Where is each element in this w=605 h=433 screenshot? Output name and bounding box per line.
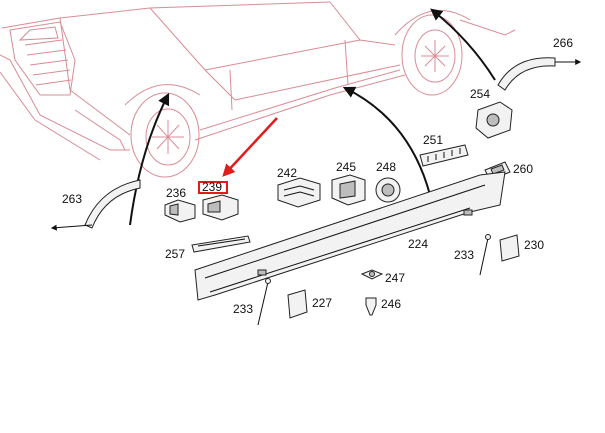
label-266: 266 (553, 36, 573, 50)
label-239: 239 (202, 180, 222, 194)
part-246-clip (365, 297, 377, 316)
part-233-screw-left (257, 278, 271, 326)
part-263-wheel-arch-trim (50, 179, 141, 231)
label-242: 242 (277, 166, 297, 180)
label-263: 263 (62, 192, 82, 206)
label-233-left: 233 (233, 302, 253, 316)
label-248: 248 (376, 160, 396, 174)
part-230-cap (499, 234, 520, 262)
label-254: 254 (470, 87, 490, 101)
label-227: 227 (312, 296, 332, 310)
part-224-rocker-panel (194, 171, 506, 301)
part-257-strip (191, 235, 251, 253)
label-260: 260 (513, 162, 533, 176)
label-247: 247 (385, 271, 405, 285)
part-labels: 224 227 230 233 233 236 239 242 245 246 … (62, 36, 573, 316)
part-251-retainer (419, 144, 469, 167)
part-236-clip (164, 199, 196, 223)
part-266-wheel-arch-trim (497, 57, 582, 91)
label-230: 230 (524, 238, 544, 252)
label-236: 236 (166, 186, 186, 200)
part-227-cap (287, 289, 308, 319)
label-233-right: 233 (454, 248, 474, 262)
label-245: 245 (336, 160, 356, 174)
label-246: 246 (381, 297, 401, 311)
part-254-cover (475, 101, 513, 139)
label-251: 251 (423, 133, 443, 147)
part-248-grommet (375, 177, 401, 203)
part-245-clip (331, 174, 366, 206)
highlight-arrow (222, 117, 278, 177)
leader-arrows (129, 8, 496, 226)
part-233-screw-right (479, 234, 491, 276)
part-239-bracket (202, 194, 239, 221)
part-242-bracket (277, 177, 321, 208)
highlight-239 (198, 117, 278, 194)
part-247-nut (360, 269, 384, 280)
label-224: 224 (408, 237, 428, 251)
label-257: 257 (165, 247, 185, 261)
highlight-box (198, 181, 228, 194)
